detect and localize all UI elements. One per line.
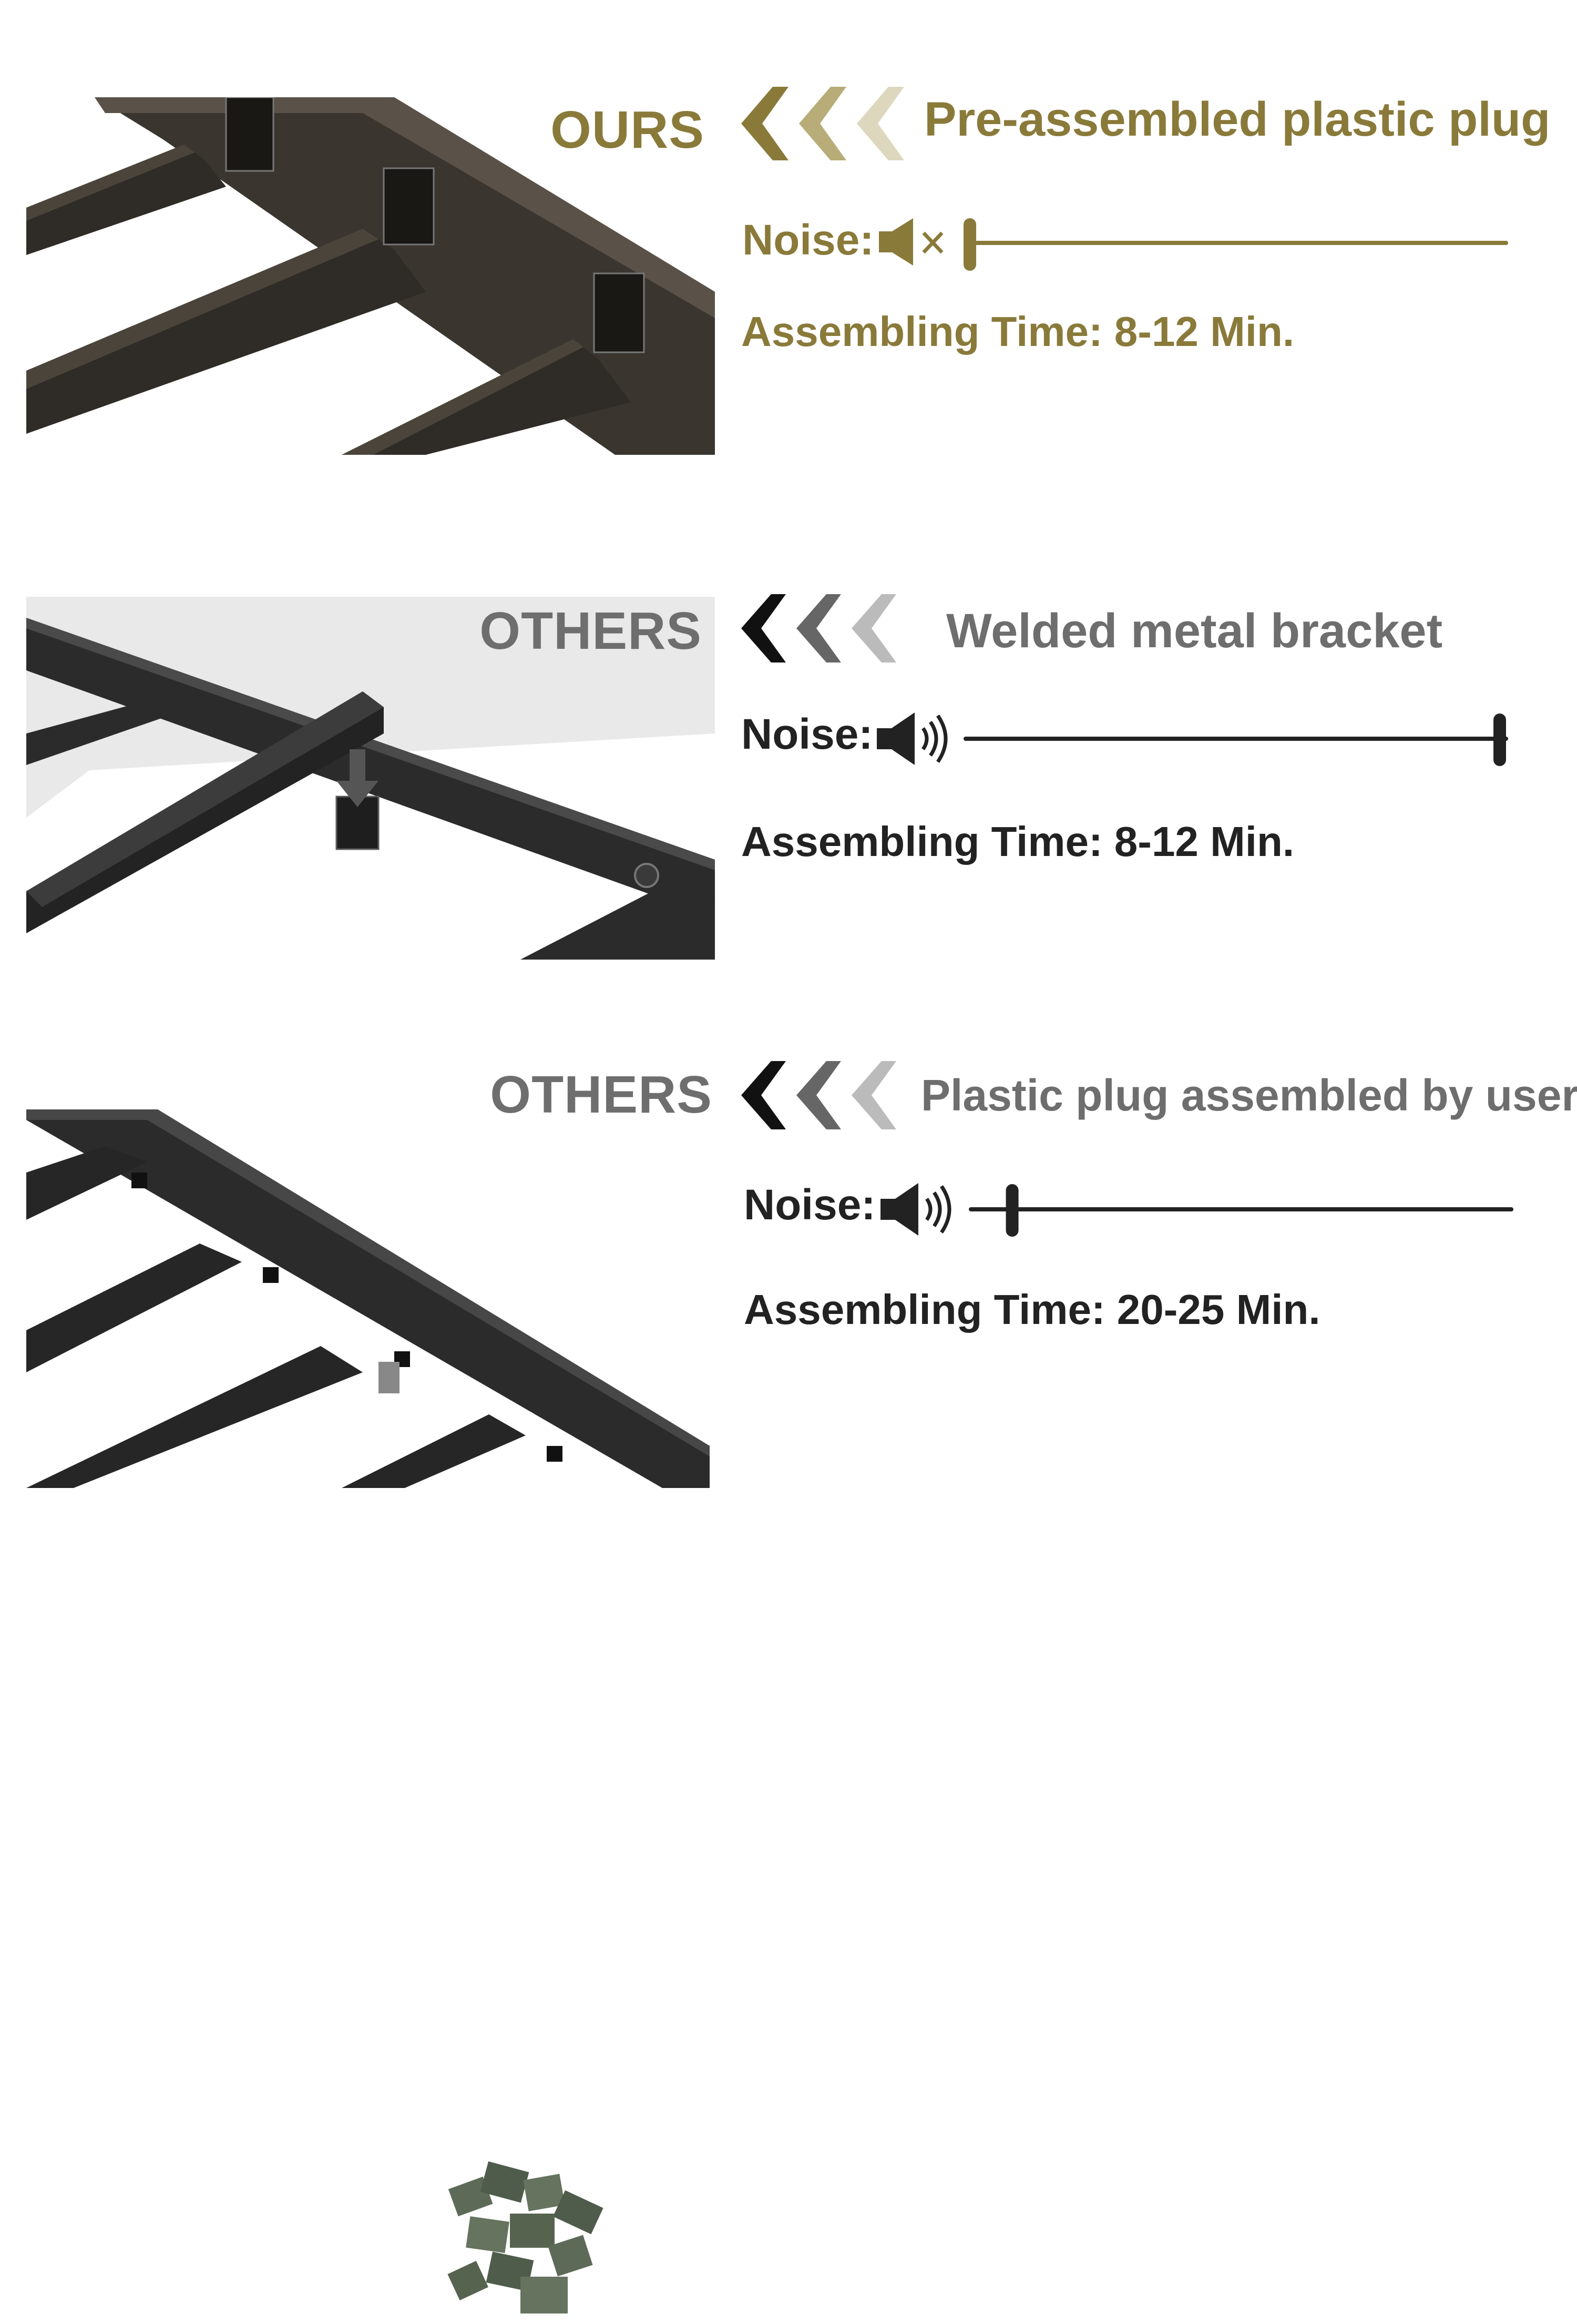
comparison-row-ours: OURS Pre-assembled plastic plug Noise: A…	[0, 0, 1577, 473]
chevron-left-icon	[852, 1061, 896, 1129]
others-label: OTHERS	[490, 1065, 712, 1124]
assembling-time: Assembling Time: 20-25 Min.	[744, 1286, 1320, 1333]
chevron-left-icon	[796, 594, 841, 662]
chevron-left-icon	[799, 87, 846, 160]
bed-frame-photo-welded	[26, 597, 715, 960]
speaker-loud-icon	[880, 1183, 951, 1236]
assembling-time: Assembling Time: 8-12 Min.	[741, 308, 1295, 355]
chevron-left-icon	[857, 87, 904, 160]
chevron-left-icon-group	[741, 87, 904, 160]
noise-label: Noise:	[742, 216, 874, 264]
feature-title: Plastic plug assembled by users	[921, 1071, 1577, 1120]
assembling-time: Assembling Time: 8-12 Min.	[741, 818, 1295, 865]
comparison-row-user-assembled: OTHERS Plastic plug assembled by users N…	[0, 999, 1577, 2313]
ours-label: OURS	[550, 100, 704, 159]
chevron-left-icon	[796, 1061, 841, 1129]
noise-meter	[964, 713, 1508, 766]
others-label: OTHERS	[479, 602, 702, 660]
comparison-row-welded: OTHERS Welded metal bracket Noise: Assem…	[0, 473, 1577, 999]
noise-meter	[969, 1184, 1513, 1237]
chevron-left-icon	[741, 87, 788, 160]
noise-label: Noise:	[744, 1181, 876, 1229]
chevron-left-icon-group	[741, 1061, 896, 1129]
feature-title: Welded metal bracket	[946, 604, 1443, 658]
chevron-left-icon-group	[741, 594, 896, 662]
speaker-mute-icon	[879, 218, 944, 266]
feature-title: Pre-assembled plastic plug	[924, 93, 1551, 146]
noise-meter	[964, 218, 1508, 271]
chevron-left-icon	[741, 594, 786, 662]
bed-frame-photo-ours	[26, 97, 715, 455]
speaker-loud-icon	[877, 712, 948, 765]
chevron-left-icon	[852, 594, 896, 662]
noise-label: Noise:	[741, 710, 873, 758]
bed-frame-photo-user-assembled	[26, 1109, 710, 1488]
chevron-left-icon	[741, 1061, 786, 1129]
plastic-plug-pile-image	[447, 2161, 603, 2313]
